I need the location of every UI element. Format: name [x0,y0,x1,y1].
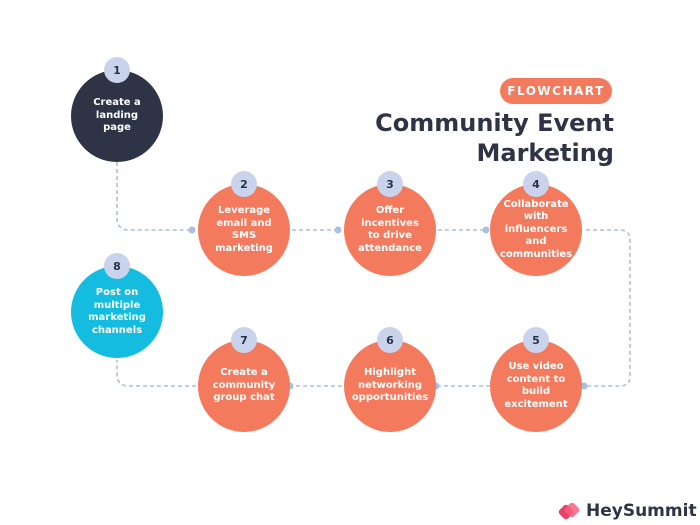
step-3-label: Offer incentives to drive attendance [358,205,422,254]
step-8-badge: 8 [104,253,130,279]
step-8-node: Post on multiple marketing channels [71,266,163,358]
step-3-node: Offer incentives to drive attendance [344,184,436,276]
page-title: Community Event Marketing [354,108,614,168]
connector-dot [580,382,588,390]
step-6-node: Highlight networking opportunities [344,340,436,432]
step-1-badge: 1 [104,57,130,83]
heysummit-logo-icon [558,502,580,520]
flowchart-tag: FLOWCHART [500,78,612,104]
step-2-badge: 2 [231,171,257,197]
step-5-badge: 5 [523,327,549,353]
connector-dot [334,226,342,234]
connector-dot [482,226,490,234]
step-6-label: Highlight networking opportunities [351,367,429,404]
connector-4-5 [584,229,631,387]
step-4-badge: 4 [523,171,549,197]
step-3-badge: 3 [377,171,403,197]
heysummit-brand: HeySummit [558,500,697,522]
connector-dot [188,226,196,234]
step-6-badge: 6 [377,327,403,353]
step-8-label: Post on multiple marketing channels [88,287,146,336]
step-5-node: Use video content to build excitement [490,340,582,432]
title-line-1: Community Event [375,109,614,137]
step-1-label: Create a landing page [93,97,141,134]
brand-name: HeySummit [586,501,697,521]
step-5-label: Use video content to build excitement [504,361,568,410]
step-7-badge: 7 [231,327,257,353]
step-1-node: Create a landing page [71,70,163,162]
step-4-node: Collaborate with influencers and communi… [490,184,582,276]
step-2-label: Leverage email and SMS marketing [215,205,273,254]
connector-7-8 [116,360,196,387]
connector-1-2 [116,162,192,231]
step-4-label: Collaborate with influencers and communi… [499,198,573,260]
title-line-2: Marketing [476,139,614,167]
step-7-node: Create a community group chat [198,340,290,432]
step-2-node: Leverage email and SMS marketing [198,184,290,276]
step-7-label: Create a community group chat [212,367,276,404]
